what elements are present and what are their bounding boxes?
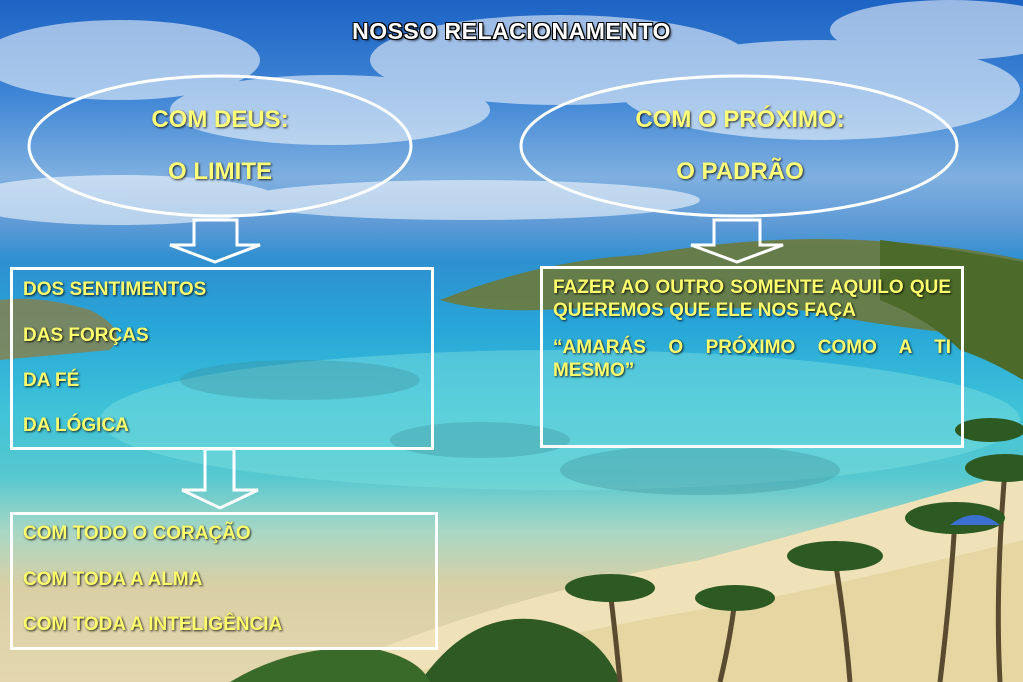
list-item: DA FÉ: [23, 370, 80, 391]
bottom-box: COM TODO O CORAÇÃO COM TODA A ALMA COM T…: [10, 512, 438, 650]
right-ellipse: COM O PRÓXIMO: O PADRÃO: [560, 106, 920, 186]
list-item: DAS FORÇAS: [23, 325, 149, 346]
right-ellipse-line2: O PADRÃO: [676, 158, 804, 185]
right-ellipse-outline: [519, 74, 959, 218]
arrow-down-icon: [690, 218, 784, 264]
list-item: COM TODO O CORAÇÃO: [23, 523, 251, 544]
golden-rule-text: FAZER AO OUTRO SOMENTE AQUILO QUE QUEREM…: [553, 277, 951, 321]
arrow-down-icon: [169, 218, 261, 264]
left-ellipse: COM DEUS: O LIMITE: [60, 106, 380, 186]
right-ellipse-line1: COM O PRÓXIMO:: [635, 106, 845, 133]
right-box: FAZER AO OUTRO SOMENTE AQUILO QUE QUEREM…: [540, 266, 964, 448]
list-item: COM TODA A ALMA: [23, 569, 203, 590]
list-item: DOS SENTIMENTOS: [23, 279, 207, 300]
left-box: DOS SENTIMENTOS DAS FORÇAS DA FÉ DA LÓGI…: [10, 267, 434, 450]
slide-title: NOSSO RELACIONAMENTO: [352, 18, 671, 44]
arrow-down-icon: [181, 447, 259, 510]
left-ellipse-line2: O LIMITE: [168, 158, 272, 185]
left-ellipse-line1: COM DEUS:: [151, 106, 289, 133]
list-item: DA LÓGICA: [23, 415, 129, 436]
left-ellipse-outline: [27, 74, 413, 218]
quote-text: “AMARÁS O PRÓXIMO COMO A TI MESMO”: [553, 337, 951, 381]
list-item: COM TODA A INTELIGÊNCIA: [23, 614, 283, 635]
